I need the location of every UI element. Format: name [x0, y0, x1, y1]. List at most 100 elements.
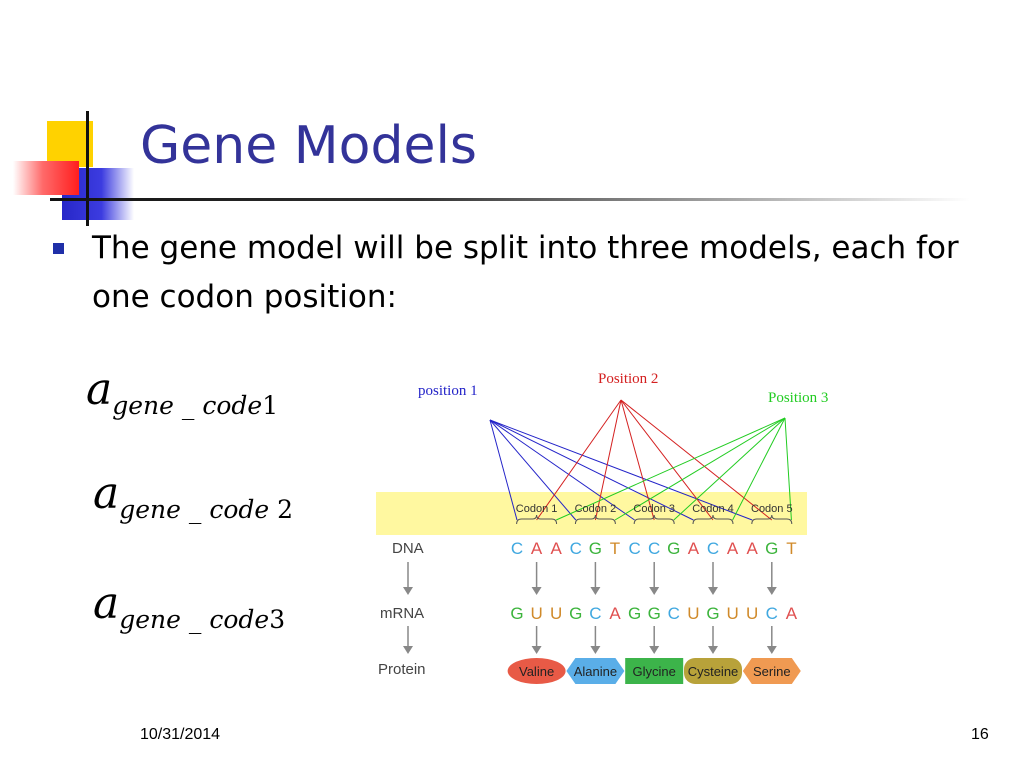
title-decoration-vertical-line	[86, 111, 89, 226]
dna-to-mrna-arrow-head	[766, 587, 777, 595]
bullet-marker	[53, 243, 64, 254]
codon-brace	[751, 514, 793, 525]
position-3-line	[732, 417, 786, 521]
codon-label: Codon 5	[751, 503, 793, 515]
mrna-base: G	[628, 604, 641, 623]
mrna-base: U	[550, 604, 562, 623]
title-decoration-yellow	[47, 121, 93, 167]
dna-base: G	[589, 539, 602, 558]
dna-base: A	[747, 539, 759, 558]
row-label-mrna: mRNA	[380, 605, 424, 622]
mrna-to-protein-arrow-head	[531, 646, 542, 654]
position-1-line	[489, 419, 518, 521]
codon-brace	[692, 514, 734, 525]
formula-1: agene _ code1	[86, 364, 278, 420]
dna-base: C	[570, 539, 582, 558]
mrna-row-arrow-head	[403, 646, 413, 654]
formula-symbol: a	[93, 578, 120, 629]
formula-subscript: gene _ code3	[119, 605, 286, 634]
dna-row-arrow-head	[403, 587, 413, 595]
dna-base: A	[551, 539, 563, 558]
formula-subscript: gene _ code 2	[119, 495, 294, 524]
dna-to-mrna-arrow-head	[531, 587, 542, 595]
protein-label: Glycine	[633, 664, 676, 679]
dna-base: C	[648, 539, 660, 558]
mrna-base: G	[510, 604, 523, 623]
title-underline	[50, 198, 970, 201]
position-1-line	[489, 419, 577, 521]
position-1-line	[489, 419, 694, 521]
mrna-base: G	[569, 604, 582, 623]
mrna-base: U	[726, 604, 738, 623]
dna-base: A	[531, 539, 543, 558]
dna-base: C	[511, 539, 523, 558]
position-2-line	[620, 399, 714, 521]
protein-shape	[507, 658, 566, 684]
footer-page-number: 16	[971, 726, 989, 743]
dna-base: G	[667, 539, 680, 558]
codon-label: Codon 1	[516, 503, 558, 515]
protein-shape	[684, 658, 742, 684]
dna-base: C	[628, 539, 640, 558]
mrna-base: A	[786, 604, 798, 623]
dna-base: C	[707, 539, 719, 558]
protein-label: Valine	[519, 664, 554, 679]
protein-label: Alanine	[574, 664, 617, 679]
codon-arrows	[531, 562, 777, 654]
dna-base: T	[786, 539, 796, 558]
dna-to-mrna-arrow-head	[590, 587, 601, 595]
row-label-dna: DNA	[392, 540, 424, 557]
formula-subscript: gene _ code1	[112, 391, 279, 420]
mrna-base: U	[530, 604, 542, 623]
formula-3: agene _ code3	[93, 578, 285, 634]
position-2-label: Position 2	[598, 371, 658, 387]
mrna-base: C	[766, 604, 778, 623]
codon-position-diagram: position 1 Position 2 Position 3 Codon 1…	[376, 371, 828, 684]
codon-label: Codon 3	[633, 503, 675, 515]
position-1-label: position 1	[418, 383, 478, 399]
codon-labels: Codon 1 Codon 2 Codon 3 Codon 4 Codon 5	[516, 503, 793, 525]
protein-shape	[566, 658, 625, 684]
position-3-label: Position 3	[768, 390, 828, 406]
position-2-line	[594, 399, 622, 521]
dna-base: T	[610, 539, 620, 558]
mrna-base: A	[609, 604, 621, 623]
row-label-protein: Protein	[378, 661, 426, 678]
position-1-line	[489, 419, 753, 521]
codon-label: Codon 4	[692, 503, 734, 515]
dna-base: G	[765, 539, 778, 558]
dna-base: A	[727, 539, 739, 558]
codon-brace	[516, 514, 558, 525]
position-lines	[489, 399, 792, 521]
dna-base: A	[688, 539, 700, 558]
protein-shape	[625, 658, 684, 684]
mrna-base: U	[687, 604, 699, 623]
mrna-base: C	[589, 604, 601, 623]
slide-title: Gene Models	[140, 116, 477, 176]
footer-date: 10/31/2014	[140, 726, 221, 743]
title-decoration-red	[13, 161, 79, 195]
position-3-line	[673, 417, 786, 521]
dna-to-mrna-arrow-head	[708, 587, 718, 595]
formula-symbol: a	[86, 364, 113, 415]
codon-brace	[633, 514, 675, 525]
mrna-to-protein-arrow-head	[708, 646, 718, 654]
mrna-to-protein-arrow-head	[766, 646, 777, 654]
mrna-base: U	[746, 604, 758, 623]
protein-chain: Valine Alanine Glycine Cysteine Serine	[507, 658, 801, 684]
codon-label: Codon 2	[575, 503, 617, 515]
codon-brace	[574, 514, 616, 525]
protein-label: Cysteine	[688, 664, 739, 679]
position-3-line	[784, 417, 792, 521]
protein-label: Serine	[753, 664, 791, 679]
mrna-base: G	[648, 604, 661, 623]
bullet-text: The gene model will be split into three …	[92, 230, 959, 315]
position-3-line	[555, 417, 786, 521]
mrna-base: C	[668, 604, 680, 623]
position-3-line	[614, 417, 786, 521]
row-arrows	[403, 562, 413, 654]
formula-2: agene _ code 2	[93, 468, 293, 524]
mrna-base: G	[706, 604, 719, 623]
